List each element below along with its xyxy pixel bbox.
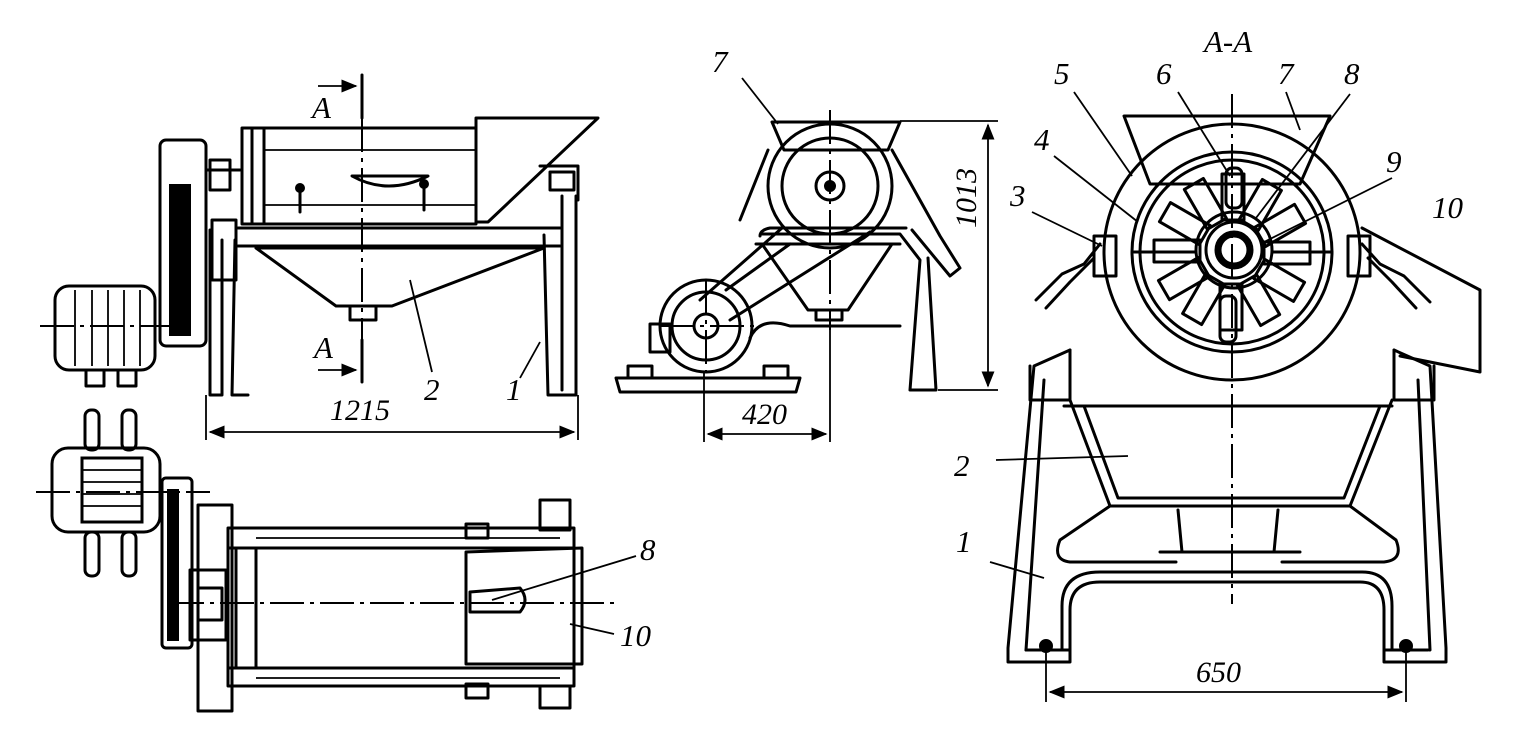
plan-view: 8 10 xyxy=(36,408,656,713)
dimension-length-value: 1215 xyxy=(330,394,390,427)
section-cut-a: A A xyxy=(310,73,364,384)
section-title: A-A xyxy=(1202,24,1253,59)
section-marker-top: A xyxy=(310,90,332,125)
end-view: 7 xyxy=(614,44,998,442)
motor-plan xyxy=(36,408,210,578)
dimension-offset-value: 420 xyxy=(742,398,787,431)
section-view: A-A xyxy=(954,24,1482,702)
dimension-width: 650 xyxy=(1045,650,1407,702)
label-8-plan: 8 xyxy=(640,532,656,567)
drum-side xyxy=(240,126,478,226)
label-8-section: 8 xyxy=(1344,56,1360,91)
frame-side xyxy=(208,194,578,397)
section-marker-bottom: A xyxy=(312,330,334,365)
label-2-section: 2 xyxy=(954,448,970,483)
label-1-section: 1 xyxy=(956,524,972,559)
dimension-offset: 420 xyxy=(703,330,831,442)
label-4: 4 xyxy=(1034,122,1050,157)
label-10-section: 10 xyxy=(1432,190,1464,225)
label-9: 9 xyxy=(1386,144,1402,179)
label-3: 3 xyxy=(1009,178,1026,213)
dimension-height-value: 1013 xyxy=(950,168,983,228)
belt-drive-side xyxy=(158,138,242,348)
motor-side xyxy=(40,284,175,388)
label-5: 5 xyxy=(1054,56,1070,91)
pulley-plan xyxy=(160,476,234,713)
dimension-height: 1013 xyxy=(900,120,998,391)
label-7-section: 7 xyxy=(1278,56,1295,91)
side-view: A A 1215 2 1 xyxy=(40,73,600,440)
funnel-side xyxy=(236,226,562,322)
label-7-end: 7 xyxy=(712,44,729,79)
label-1-side: 1 xyxy=(506,372,522,407)
dimension-width-value: 650 xyxy=(1196,656,1241,689)
label-2-side: 2 xyxy=(424,372,440,407)
outlet-plan xyxy=(170,546,620,666)
label-6: 6 xyxy=(1156,56,1172,91)
hopper-side xyxy=(474,116,600,224)
dimension-length: 1215 xyxy=(205,394,579,440)
body-plan xyxy=(226,498,576,710)
label-10-plan: 10 xyxy=(620,618,652,653)
